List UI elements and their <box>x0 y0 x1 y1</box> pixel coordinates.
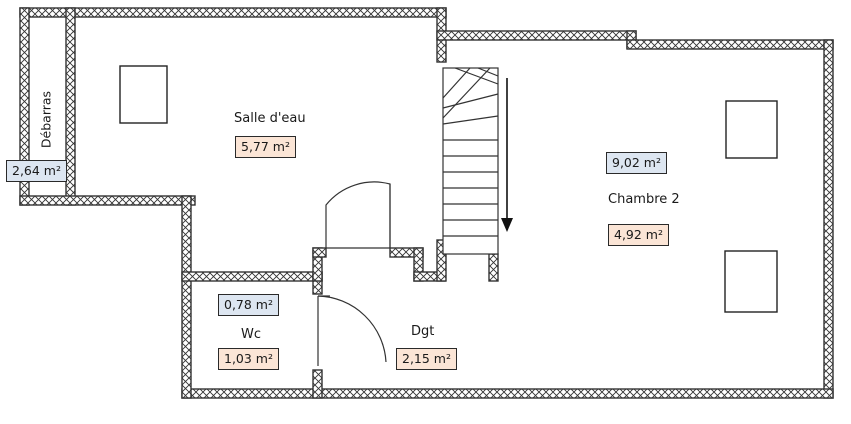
skylight-icon <box>119 65 778 313</box>
area-badge-wc: 1,03 m² <box>218 348 279 370</box>
door-swing-icon <box>317 295 387 366</box>
room-label-debarras: Débarras <box>38 90 54 149</box>
area-total-badge-wc: 0,78 m² <box>218 294 279 316</box>
room-label-dgt: Dgt <box>411 324 435 339</box>
staircase <box>442 67 499 255</box>
area-total-badge-chambre-2: 9,02 m² <box>606 152 667 174</box>
area-badge-salle-eau: 5,77 m² <box>235 136 296 158</box>
room-label-wc: Wc <box>241 327 262 342</box>
walls <box>19 7 834 399</box>
door-swing-icon <box>325 181 391 249</box>
room-label-salle-eau: Salle d'eau <box>234 111 306 126</box>
room-label-chambre-2: Chambre 2 <box>608 192 680 207</box>
area-badge-dgt: 2,15 m² <box>396 348 457 370</box>
stair-direction-arrow-icon <box>501 78 513 232</box>
area-badge-debarras: 2,64 m² <box>6 160 67 182</box>
area-badge-chambre-2: 4,92 m² <box>608 224 669 246</box>
